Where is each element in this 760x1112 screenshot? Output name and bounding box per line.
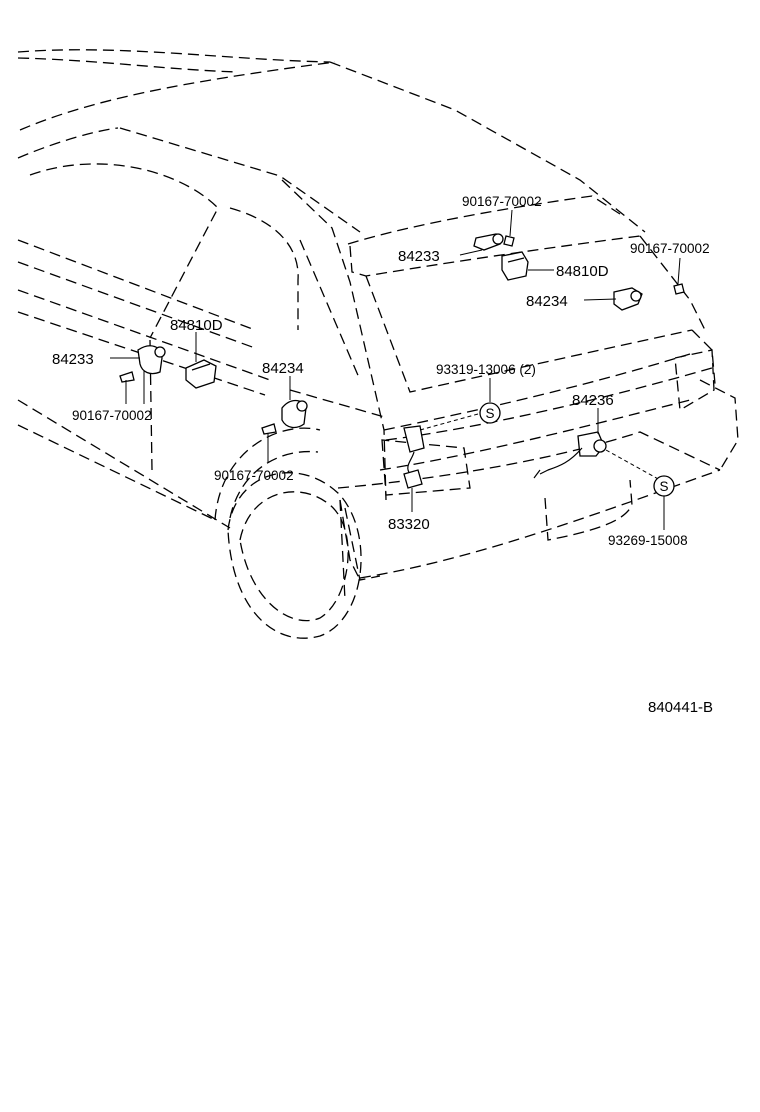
- callout-90167-70002-lower: 90167-70002: [214, 468, 294, 483]
- symbol-s-upper: S: [479, 402, 501, 424]
- svg-text:S: S: [485, 406, 494, 421]
- callout-84233-top: 84233: [398, 248, 440, 265]
- part-screw-left: [119, 371, 135, 383]
- callout-93269-15008: 93269-15008: [608, 533, 688, 548]
- svg-text:S: S: [659, 479, 668, 494]
- part-screw-upper: [503, 235, 515, 247]
- callout-90167-70002-top: 90167-70002: [462, 194, 542, 209]
- callout-84236: 84236: [572, 392, 614, 409]
- vehicle-outline: [17, 49, 739, 639]
- part-screw-left-lower: [261, 423, 277, 435]
- part-84233-left: [137, 345, 166, 375]
- callout-90167-70002-left: 90167-70002: [72, 408, 152, 423]
- part-84234-upper: [613, 287, 643, 311]
- part-84810D-upper: [501, 251, 529, 281]
- symbol-s-lower: S: [653, 475, 675, 497]
- part-screw-upper-right: [673, 283, 685, 295]
- callout-90167-70002-right: 90167-70002: [630, 241, 710, 256]
- leader-lines: [110, 209, 681, 530]
- callout-84810D-top: 84810D: [556, 263, 609, 280]
- part-83320: [403, 425, 425, 489]
- callout-93319-13006: 93319-13006 (2): [436, 362, 536, 377]
- figure-id: 840441-B: [648, 699, 713, 716]
- part-84236: [533, 431, 607, 479]
- part-84810D-left: [185, 359, 217, 389]
- callout-84234-top: 84234: [526, 293, 568, 310]
- callout-84233-left: 84233: [52, 351, 94, 368]
- callout-84810D-left: 84810D: [170, 317, 223, 334]
- callout-84234-left: 84234: [262, 360, 304, 377]
- callout-83320: 83320: [388, 516, 430, 533]
- part-84234-left: [281, 399, 308, 429]
- part-84233-upper: [473, 233, 504, 251]
